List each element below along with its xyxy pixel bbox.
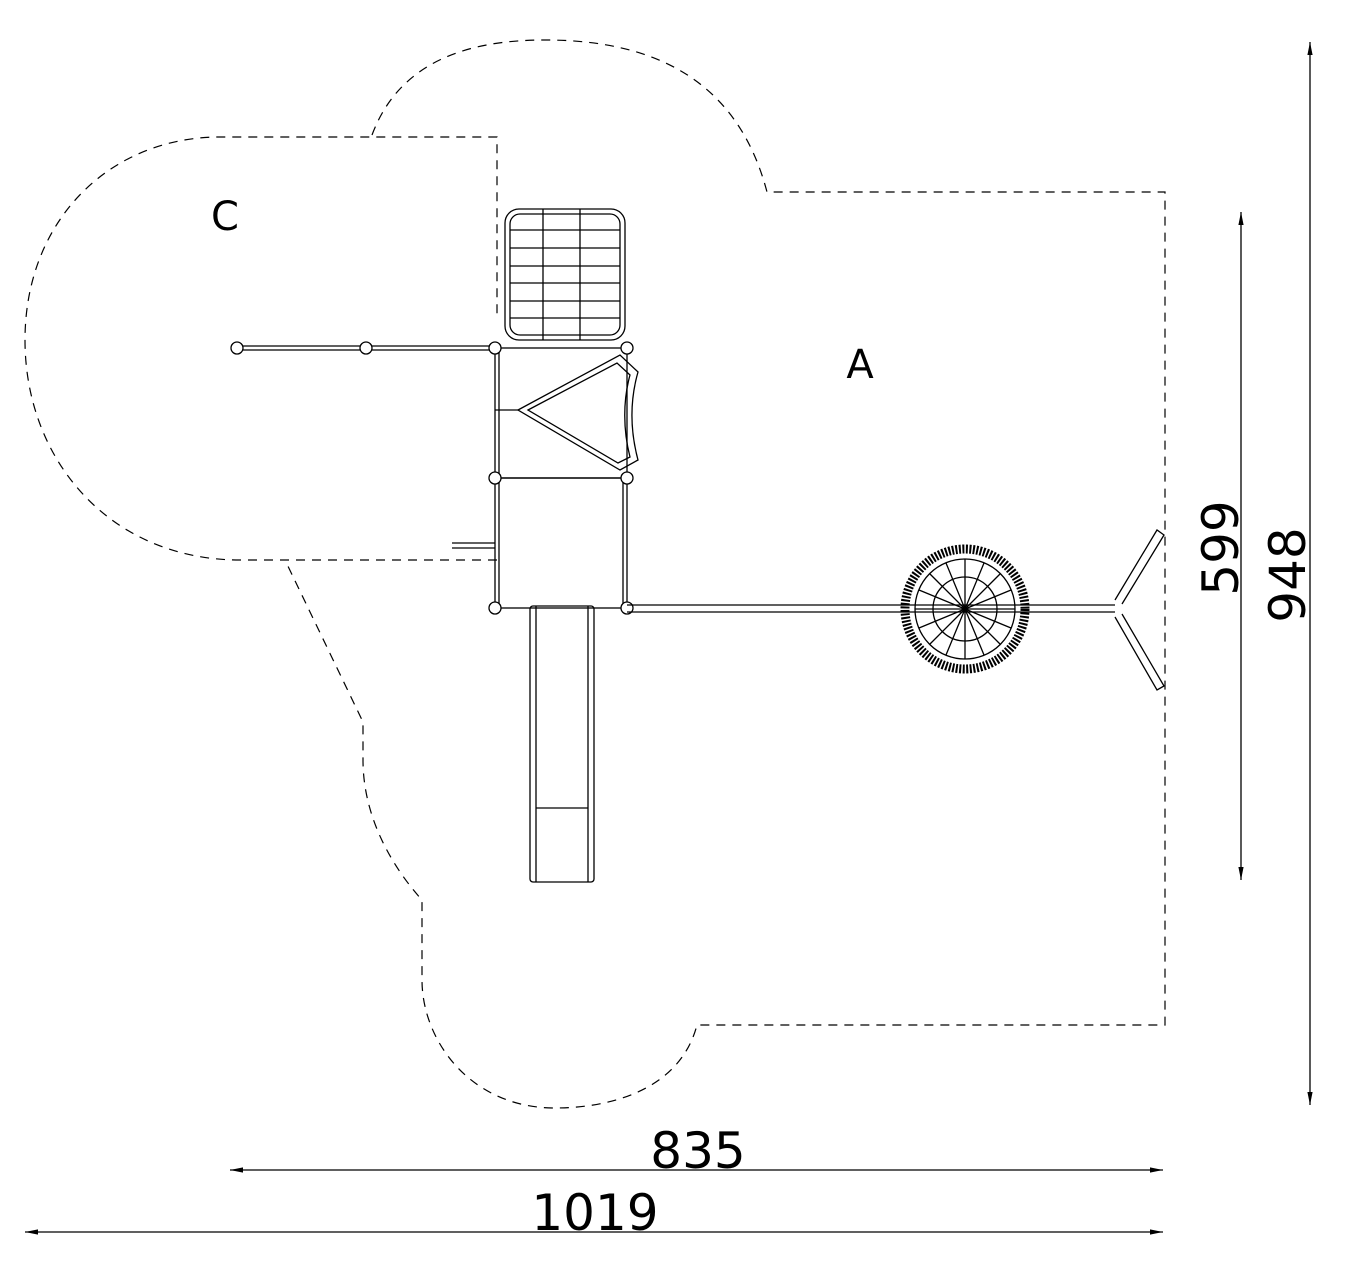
dimension-label-width-total: 1019 <box>531 1184 658 1242</box>
safety-zone-a-boundary <box>284 39 1166 1109</box>
basket-swing <box>900 544 1030 674</box>
dimension-label-width-inner: 835 <box>650 1122 745 1180</box>
post-caps <box>230 341 634 615</box>
tower-structure <box>240 345 639 609</box>
dimension-label-height-inner: 599 <box>1192 500 1250 595</box>
zone-label-a: A <box>846 342 874 388</box>
swing-beam <box>627 529 1165 691</box>
climbing-net <box>504 208 626 341</box>
slide <box>529 605 595 883</box>
safety-zone-c-boundary <box>24 136 498 561</box>
zone-label-c: C <box>211 194 239 240</box>
dimension-label-height-total: 948 <box>1259 527 1317 622</box>
